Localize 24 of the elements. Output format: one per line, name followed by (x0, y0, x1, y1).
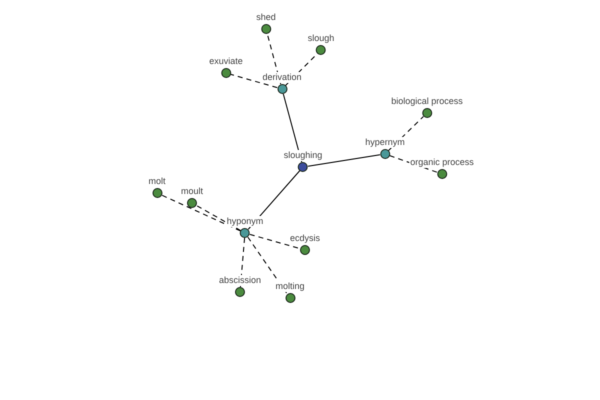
node-label: biological process (390, 96, 464, 107)
node-label: hypernym (364, 137, 406, 148)
link-line (307, 154, 381, 167)
node-label: slough (306, 33, 336, 44)
node-label: derivation (261, 72, 303, 83)
dashed-link-line (240, 237, 246, 288)
node-label: shed (255, 12, 277, 23)
node-label: molt (148, 176, 166, 187)
node-label: exuviate (208, 56, 244, 67)
dashed-link-line (247, 236, 288, 294)
node-label: moult (180, 186, 204, 197)
dashed-link-line (161, 194, 241, 232)
dashed-link-line (196, 204, 242, 232)
dashed-link-line (230, 74, 278, 88)
dashed-link-line (388, 116, 424, 151)
node-label: organic process (409, 157, 475, 168)
dashed-link-line (285, 53, 318, 86)
dashed-link-line (266, 33, 282, 85)
node-label: hyponym (226, 216, 264, 227)
node-label: ecdysis (289, 233, 321, 244)
node-label: sloughing (282, 150, 324, 161)
node-label: abscission (218, 275, 262, 286)
node-label: molting (274, 281, 306, 292)
dashed-link-line (249, 234, 301, 250)
